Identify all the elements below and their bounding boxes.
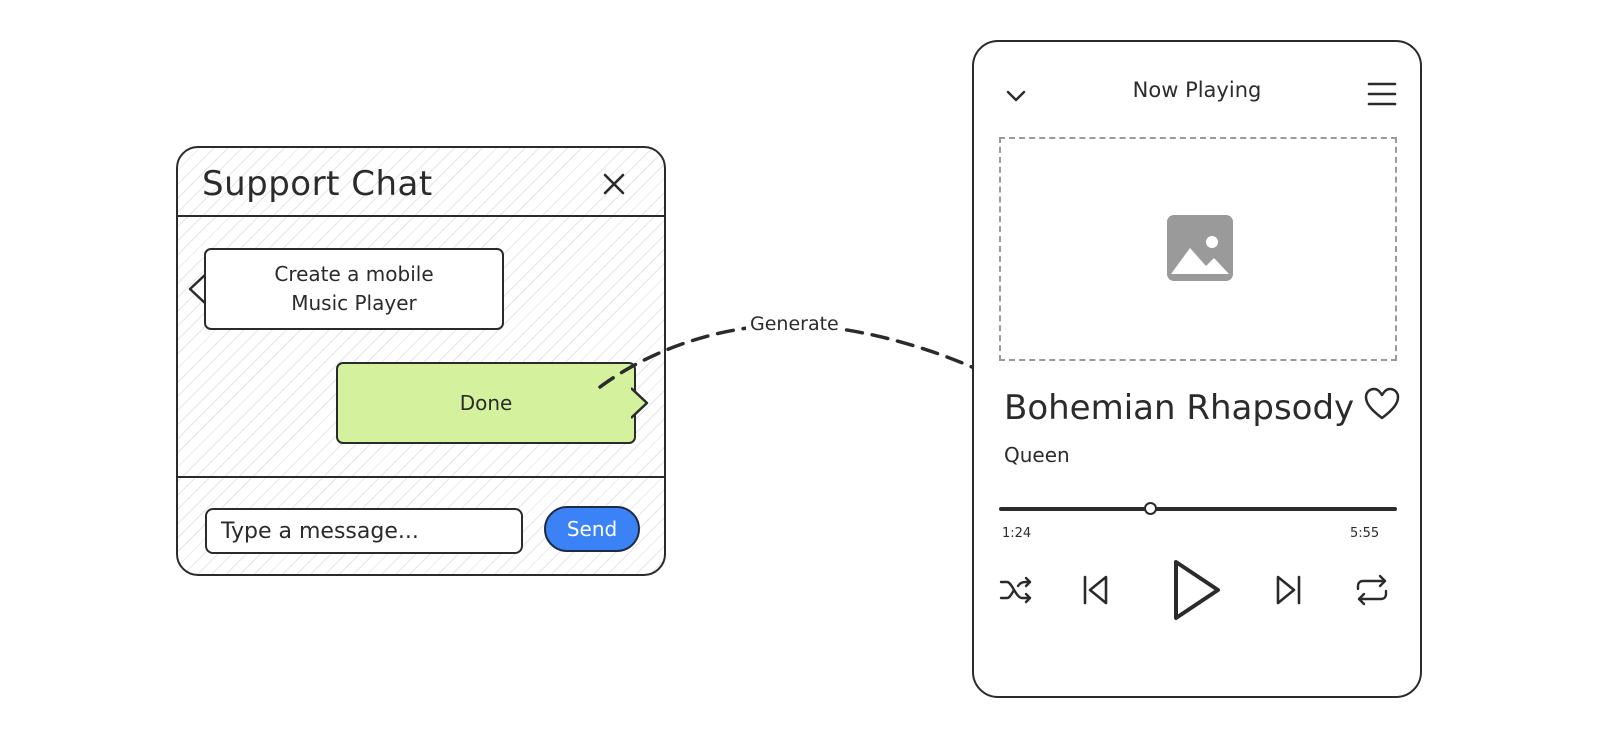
current-time: 1:24 [1002,526,1032,541]
music-player-phone: Now Playing Bohemian Rhapsody Queen 1:24… [972,40,1422,698]
close-icon[interactable] [598,168,630,200]
menu-icon[interactable] [1367,80,1397,108]
heart-icon[interactable] [1364,387,1400,421]
progress-track [999,507,1397,511]
support-chat-window: Support Chat Create a mobile Music Playe… [176,146,666,576]
message-text: Done [459,390,513,415]
chat-title: Support Chat [202,164,433,204]
artist-name: Queen [1004,443,1070,467]
connector-label: Generate [746,313,843,335]
skip-next-icon[interactable] [1274,572,1304,608]
bubble-tail [188,273,206,305]
image-placeholder-icon [1167,215,1233,281]
chevron-down-icon[interactable] [1004,84,1028,108]
chat-header: Support Chat [178,148,664,217]
play-icon[interactable] [1170,558,1224,622]
song-title: Bohemian Rhapsody [1004,388,1355,428]
send-button-label: Send [566,517,618,541]
message-text: Create a mobile Music Player [274,262,434,315]
send-button[interactable]: Send [544,506,640,552]
message-input[interactable] [205,508,523,554]
skip-previous-icon[interactable] [1080,572,1110,608]
chat-message-bot: Done [336,362,636,444]
progress-knob[interactable] [1143,502,1157,515]
shuffle-icon[interactable] [998,572,1034,608]
now-playing-title: Now Playing [1132,78,1262,102]
total-time: 5:55 [1350,526,1380,541]
progress-slider[interactable] [999,502,1397,516]
repeat-icon[interactable] [1354,572,1390,608]
chat-message-user: Create a mobile Music Player [204,248,504,330]
divider [178,476,664,478]
bubble-tail [631,387,649,419]
album-art-placeholder [999,137,1397,361]
